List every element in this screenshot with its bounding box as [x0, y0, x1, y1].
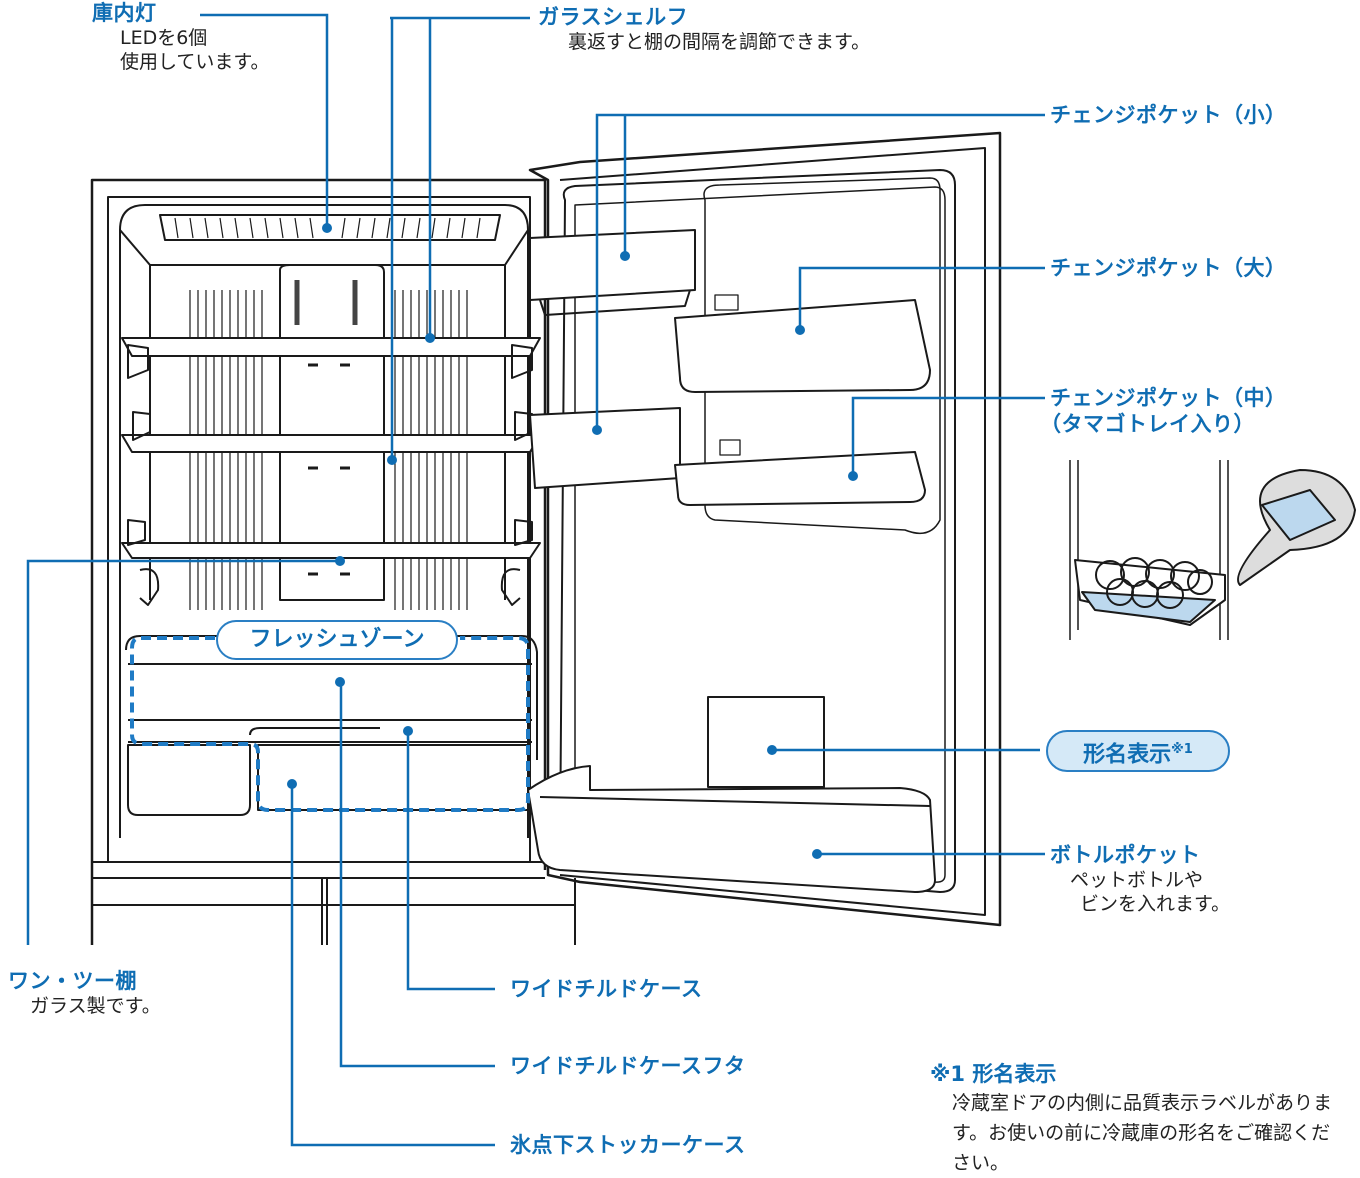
glass-shelf-desc: 裏返すと棚の間隔を調節できます。 — [568, 31, 871, 53]
glass-shelves — [121, 337, 541, 606]
cabinet — [90, 178, 576, 945]
interior-light-desc-2: 使用しています。 — [120, 51, 270, 73]
label-one-two-shelf: ワン・ツー棚 ガラス製です。 — [8, 968, 161, 1018]
interior-light-title: 庫内灯 — [92, 1, 157, 25]
label-wide-chilled-case: ワイドチルドケース — [510, 977, 703, 1001]
fresh-zone-outline — [130, 636, 530, 812]
door — [527, 131, 1002, 927]
one-two-shelf-desc: ガラス製です。 — [30, 995, 161, 1017]
model-label-text: 形名表示 — [1083, 742, 1172, 768]
footnote-body: 冷蔵室ドアの内側に品質表示ラベルがあります。お使いの前に冷蔵庫の形名をご確認くだ… — [952, 1092, 1333, 1174]
bottle-pocket-desc-2: ビンを入れます。 — [1080, 893, 1231, 915]
model-label-mark: ※1 — [1171, 742, 1193, 757]
model-label-pill: 形名表示※1 — [1046, 730, 1230, 772]
label-subzero-case: 氷点下ストッカーケース — [510, 1133, 746, 1157]
label-change-pocket-small: チェンジポケット（小） — [1050, 103, 1287, 127]
bottle-pocket-desc-1: ペットボトルや — [1070, 869, 1204, 891]
label-change-pocket-large: チェンジポケット（大） — [1050, 256, 1287, 280]
footnote-title: ※1 形名表示 — [930, 1062, 1057, 1086]
fresh-zone-pill: フレッシュゾーン — [216, 620, 458, 660]
label-wide-chilled-lid: ワイドチルドケースフタ — [510, 1054, 746, 1078]
label-change-pocket-medium: チェンジポケット（中） （タマゴトレイ入り） — [1040, 385, 1287, 437]
change-pocket-medium-title: チェンジポケット（中） — [1050, 386, 1287, 410]
change-pocket-medium-sub: （タマゴトレイ入り） — [1040, 412, 1255, 436]
one-two-shelf-title: ワン・ツー棚 — [8, 969, 137, 993]
interior-light-desc-1: LEDを6個 — [120, 27, 208, 49]
fresh-zone-drawers — [125, 635, 538, 816]
bottle-pocket-title: ボトルポケット — [1050, 843, 1201, 867]
light-grille — [159, 214, 501, 241]
callout-lines — [26, 13, 1045, 1147]
egg-tray-inset — [1069, 460, 1356, 640]
label-interior-light: 庫内灯 LEDを6個 使用しています。 — [92, 0, 270, 74]
fresh-zone-label: フレッシュゾーン — [249, 627, 425, 652]
glass-shelf-title: ガラスシェルフ — [538, 5, 689, 29]
footnote: ※1 形名表示 冷蔵室ドアの内側に品質表示ラベルがあります。お使いの前に冷蔵庫の… — [930, 1058, 1337, 1178]
label-glass-shelf: ガラスシェルフ 裏返すと棚の間隔を調節できます。 — [538, 4, 870, 54]
label-bottle-pocket: ボトルポケット ペットボトルや ビンを入れます。 — [1050, 842, 1230, 916]
callout-dots — [287, 223, 858, 859]
